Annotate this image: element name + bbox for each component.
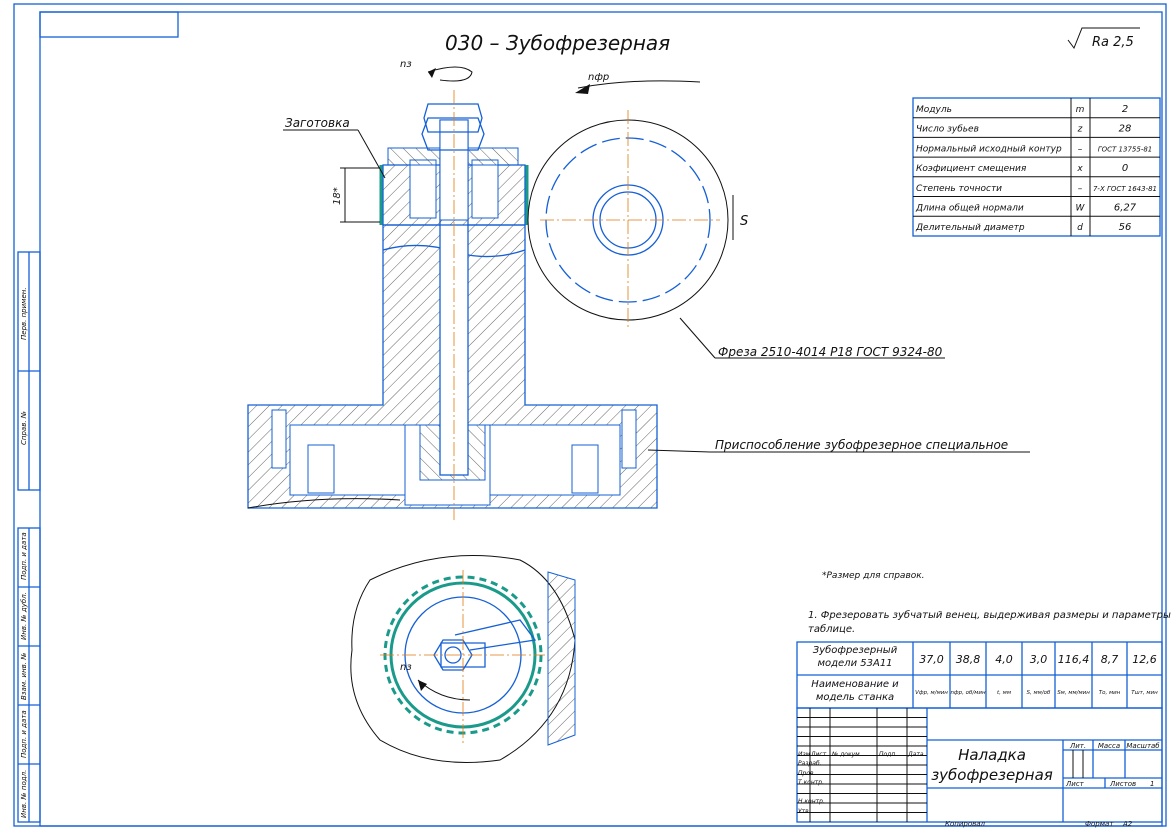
side-label: Подп. и дата	[20, 532, 28, 580]
param-symbol: –	[1078, 184, 1083, 194]
param-name: Делительный диаметр	[915, 223, 1025, 233]
op-value: 116,4	[1058, 653, 1090, 666]
side-label: Подп. и дата	[20, 710, 28, 758]
param-value: ГОСТ 13755-81	[1098, 145, 1153, 153]
workpiece-label: Заготовка	[285, 116, 350, 130]
dimension-label: 18*	[332, 187, 343, 205]
op-header: t, мм	[997, 690, 1011, 696]
side-label: Взам. инв. №	[20, 652, 28, 700]
role-label: Разраб.	[798, 760, 822, 767]
copied-label: Копировал	[945, 820, 986, 828]
side-label: Справ. №	[20, 411, 28, 445]
op-value: 38,8	[956, 653, 981, 666]
param-value: 6,27	[1114, 203, 1137, 214]
top-left-box	[39, 11, 179, 38]
rotation-workpiece-bottom-label: nз	[400, 662, 412, 673]
name-line-2: модель станка	[816, 692, 894, 703]
param-name: Степень точности	[916, 184, 1002, 194]
section-view: 18* nз Заготовка	[247, 59, 658, 520]
param-symbol: –	[1078, 144, 1083, 154]
machine-line-2: модели 53А11	[817, 658, 892, 669]
param-name: Модуль	[916, 105, 952, 115]
doc-title-line-1: Наладка	[958, 746, 1026, 764]
roughness-value: Ra 2,5	[1092, 35, 1134, 50]
op-header: Vфр, м/мин	[915, 690, 948, 696]
op-header: Sм, мм/мин	[1057, 690, 1090, 696]
op-value: 12,6	[1132, 653, 1157, 666]
doc-title-line-2: зубофрезерная	[931, 766, 1053, 784]
op-value: 8,7	[1101, 653, 1119, 666]
column-header: Лист	[810, 751, 827, 758]
name-line-1: Наименование и	[811, 679, 899, 690]
feed-label: S	[740, 214, 748, 229]
op-header: Tшт, мин	[1131, 690, 1158, 696]
op-header: Tо, мин	[1099, 690, 1121, 696]
param-name: Длина общей нормали	[915, 204, 1024, 214]
op-value: 37,0	[919, 653, 944, 666]
scale-label: Масштаб	[1126, 742, 1160, 750]
param-name: Нормальный исходный контур	[916, 144, 1062, 154]
param-symbol: x	[1076, 164, 1083, 174]
column-header: Изм.	[798, 751, 812, 758]
sheet-label: Лист	[1065, 780, 1085, 788]
side-strip: Перв. примен. Справ. № Подп. и дата Инв.…	[17, 251, 41, 823]
role-label: Т.контр.	[798, 779, 824, 786]
param-value: 28	[1119, 124, 1132, 135]
param-symbol: W	[1076, 204, 1086, 214]
sheets-count: 1	[1150, 780, 1154, 788]
op-header: S, мм/об	[1027, 690, 1052, 696]
param-value: 7-Х ГОСТ 1643-81	[1093, 185, 1157, 193]
op-value: 4,0	[995, 653, 1013, 666]
sheets-label: Листов	[1109, 780, 1136, 788]
param-value: 56	[1119, 222, 1132, 233]
role-label: Н.контр.	[798, 798, 825, 805]
column-header: № докум.	[831, 751, 862, 758]
op-header: nфр, об/мин	[950, 690, 986, 696]
cutter-label: Фреза 2510-4014 Р18 ГОСТ 9324-80	[718, 345, 943, 359]
param-symbol: m	[1076, 105, 1085, 115]
role-label: Утв.	[798, 808, 811, 815]
role-label: Пров.	[798, 770, 816, 777]
rotation-workpiece-label: nз	[400, 59, 412, 70]
fixture-label: Приспособление зубофрезерное специальное	[715, 438, 1008, 452]
format-value: А2	[1122, 820, 1133, 828]
column-header: Дата	[907, 751, 924, 758]
side-label: Инв. № подл.	[20, 770, 28, 818]
column-header: Подп.	[879, 751, 897, 758]
param-symbol: d	[1077, 223, 1083, 233]
gear-plan-view: nз	[350, 555, 576, 763]
operation-title: 030 – Зубофрезерная	[445, 31, 670, 55]
op-value: 3,0	[1030, 653, 1048, 666]
side-label: Инв. № дубл.	[20, 592, 28, 640]
lit-label: Лит.	[1069, 742, 1086, 750]
roughness-symbol: Ra 2,5	[1067, 27, 1140, 50]
machine-line-1: Зубофрезерный	[813, 644, 898, 656]
reference-note: *Размер для справок.	[822, 571, 925, 581]
param-name: Коэфициент смещения	[916, 164, 1027, 174]
param-value: 2	[1122, 104, 1128, 115]
param-symbol: z	[1077, 125, 1083, 135]
param-value: 0	[1122, 163, 1128, 174]
rotation-cutter-label: nфр	[588, 72, 609, 83]
format-label: Формат	[1085, 820, 1114, 828]
hob-cutter: nфр S Фреза 2510-4014 Р18 ГОСТ 9324-80	[527, 72, 945, 359]
mass-label: Масса	[1098, 742, 1120, 750]
instruction-line-1: 1. Фрезеровать зубчатый венец, выдержива…	[808, 609, 1172, 621]
instruction-line-2: таблице.	[808, 623, 855, 635]
side-label: Перв. примен.	[20, 287, 28, 340]
param-name: Число зубьев	[916, 125, 979, 135]
